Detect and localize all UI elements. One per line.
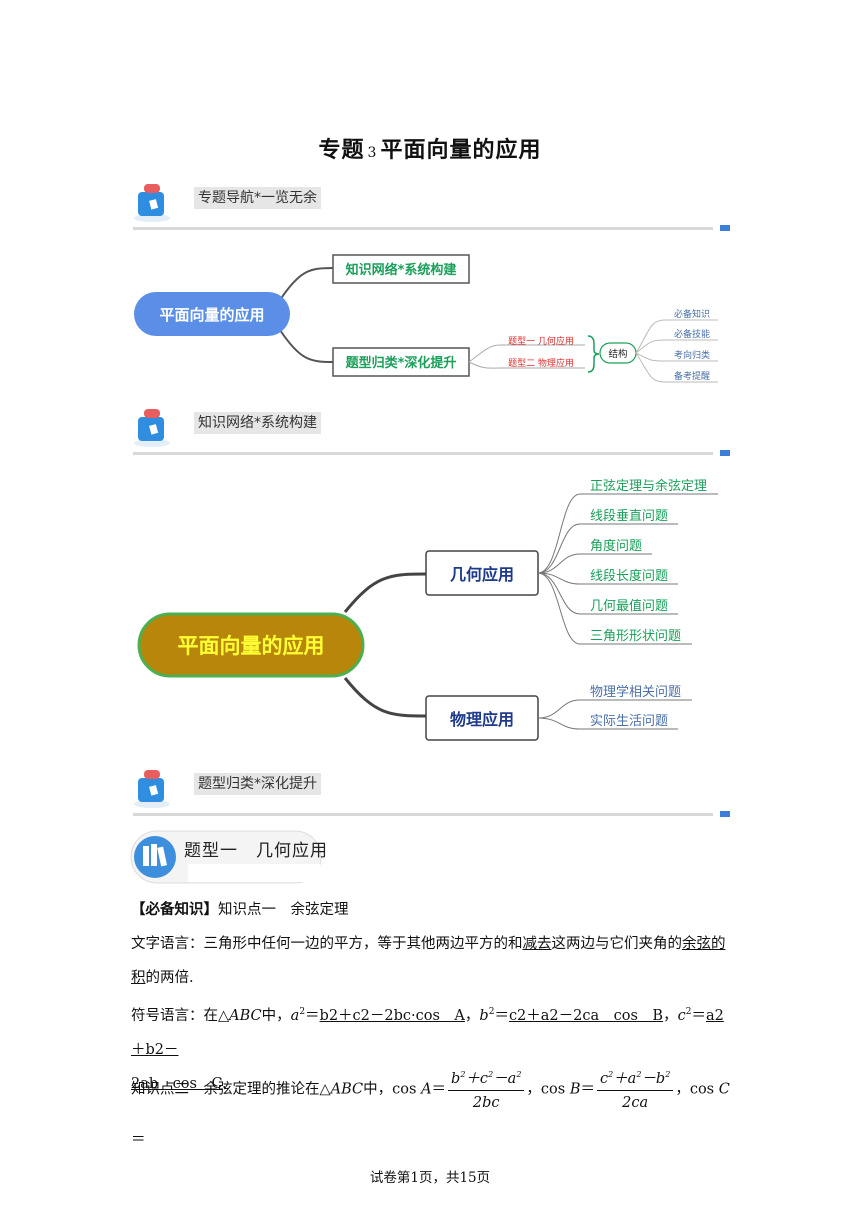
nav-mindmap: 平面向量的应用 知识网络*系统构建 题型归类*深化提升 题型一 几何应用 题型二… (134, 254, 718, 383)
km-root-text: 平面向量的应用 (178, 634, 325, 658)
nav-leaf-4: 备考提醒 (674, 370, 710, 382)
symbol-language-paragraph: 符号语言：在△ABC中，a2＝b2＋c2－2bc·cos A，b2＝c2＋a2－… (131, 1007, 724, 1092)
section-divider (133, 813, 713, 816)
section-divider (133, 452, 713, 455)
section-icon (134, 409, 170, 447)
section-label-nav: 专题导航*一览无余 (194, 187, 321, 209)
km-phys-item-2: 实际生活问题 (590, 714, 668, 729)
nav-root-text: 平面向量的应用 (159, 306, 264, 324)
text-language-paragraph: 文字语言：三角形中任何一边的平方，等于其他两边平方的和减去这两边与它们夹角的余弦… (131, 936, 726, 986)
nav-branch1-node (332, 254, 470, 284)
nav-leaf-2: 必备技能 (674, 328, 710, 340)
km-phys-text: 物理应用 (450, 710, 514, 729)
km-phys-item-1: 物理学相关问题 (590, 684, 681, 700)
nav-branch1-text: 知识网络*系统构建 (346, 262, 457, 278)
nav-brace (587, 335, 600, 373)
section-divider (133, 227, 713, 230)
km-geo-item-2: 线段垂直问题 (590, 509, 668, 524)
type-banner-text: 题型一 几何应用 (184, 841, 328, 861)
section-marker (720, 811, 730, 817)
knowledge-point-1: 【必备知识】知识点一 余弦定理 (131, 902, 349, 918)
nav-branch2-node (332, 347, 470, 377)
section-marker (720, 225, 730, 231)
km-geo-item-1: 正弦定理与余弦定理 (590, 478, 707, 494)
km-geo-text: 几何应用 (450, 565, 514, 584)
section-marker (720, 450, 730, 456)
km-geo-item-6: 三角形形状问题 (590, 629, 681, 644)
nav-leaf-3: 考向归类 (674, 349, 710, 361)
section-icon (134, 184, 170, 222)
section-label-network: 知识网络*系统构建 (194, 412, 321, 434)
km-root-node (137, 612, 365, 678)
section-label-types: 题型归类*深化提升 (194, 773, 321, 795)
page-footer: 试卷第1页，共15页 (369, 1170, 491, 1186)
nav-branch2-text: 题型归类*深化提升 (346, 355, 457, 371)
nav-leaf-1: 必备知识 (674, 308, 710, 320)
section-icon (134, 770, 170, 808)
km-geo-item-3: 角度问题 (590, 538, 642, 554)
type-banner (130, 830, 322, 884)
km-geo-item-5: 几何最值问题 (590, 598, 668, 614)
nav-root-node (134, 292, 290, 336)
knowledge-mindmap: 平面向量的应用 几何应用 物理应用 正弦定理与余弦定理 线段垂直问题 角度问题 … (137, 478, 718, 741)
nav-type1: 题型一 几何应用 (508, 335, 574, 347)
nav-structure-text: 结构 (608, 348, 627, 360)
nav-type2: 题型二 物理应用 (508, 357, 574, 369)
km-geo-item-4: 线段长度问题 (590, 568, 668, 584)
